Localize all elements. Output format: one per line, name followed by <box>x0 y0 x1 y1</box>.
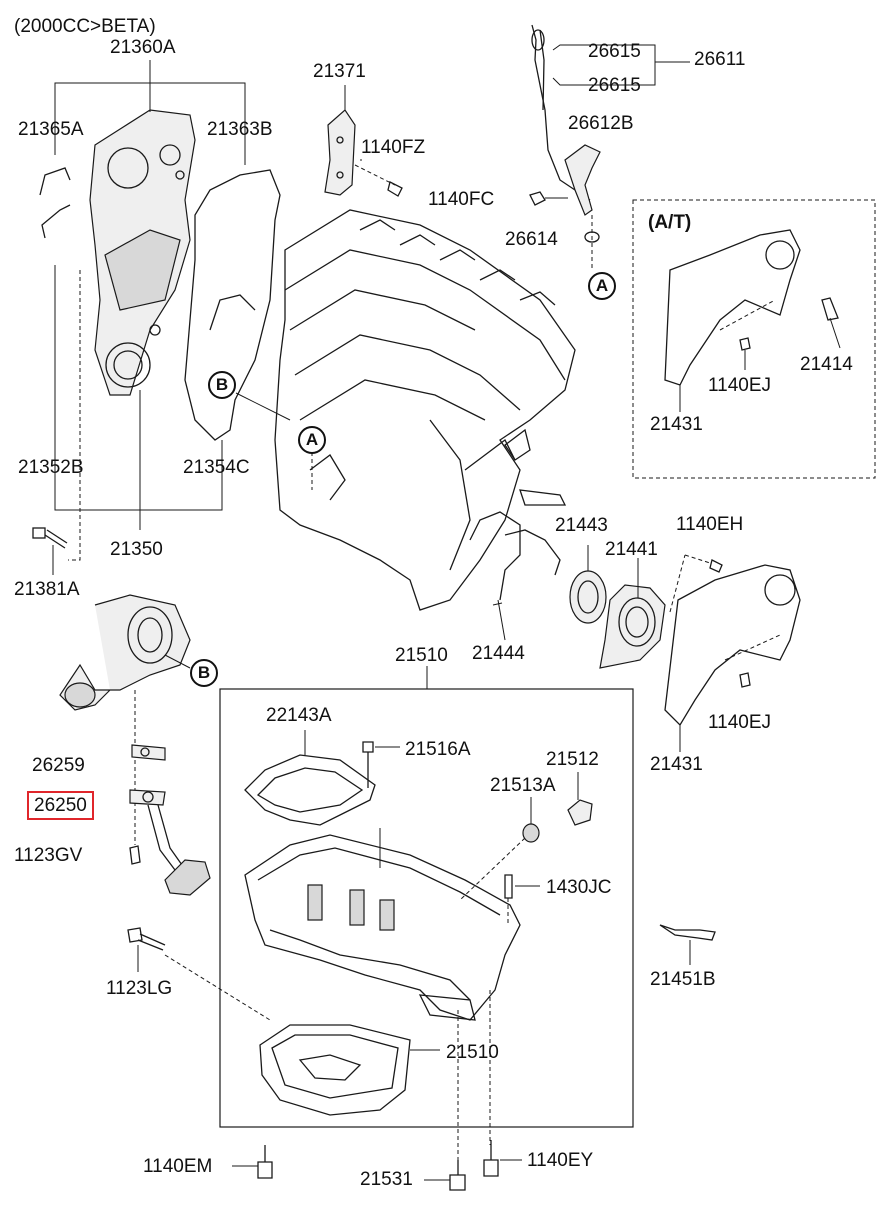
label-21365A[interactable]: 21365A <box>18 119 84 140</box>
label-1430JC[interactable]: 1430JC <box>546 877 612 898</box>
label-21443[interactable]: 21443 <box>555 515 608 536</box>
label-1140FZ[interactable]: 1140FZ <box>361 137 426 158</box>
label-26615-bottom[interactable]: 26615 <box>588 75 641 96</box>
label-1140EJ-at[interactable]: 1140EJ <box>708 375 772 396</box>
label-21381A[interactable]: 21381A <box>14 579 80 600</box>
label-21360A[interactable]: 21360A <box>110 37 176 58</box>
label-1140FC[interactable]: 1140FC <box>428 189 495 210</box>
label-1140EJ-mt[interactable]: 1140EJ <box>708 712 772 733</box>
engine-variant-note: (2000CC>BETA) <box>14 16 156 37</box>
label-21444[interactable]: 21444 <box>472 643 525 664</box>
label-26612B[interactable]: 26612B <box>568 113 634 134</box>
label-1140EH[interactable]: 1140EH <box>676 514 744 535</box>
label-22143A[interactable]: 22143A <box>266 705 332 726</box>
callout-b-cover: B <box>208 371 236 399</box>
label-21451B[interactable]: 21451B <box>650 969 716 990</box>
label-1123LG[interactable]: 1123LG <box>106 978 173 999</box>
label-21531[interactable]: 21531 <box>360 1169 413 1190</box>
label-21414[interactable]: 21414 <box>800 354 853 375</box>
label-21431-at[interactable]: 21431 <box>650 414 703 435</box>
label-26615-top[interactable]: 26615 <box>588 41 641 62</box>
label-21363B[interactable]: 21363B <box>207 119 273 140</box>
label-21516A[interactable]: 21516A <box>405 739 471 760</box>
label-21510-top[interactable]: 21510 <box>395 645 448 666</box>
callout-b-pump: B <box>190 659 218 687</box>
label-26250-highlighted[interactable]: 26250 <box>27 791 94 820</box>
label-21510-bottom[interactable]: 21510 <box>446 1042 499 1063</box>
label-21512[interactable]: 21512 <box>546 749 599 770</box>
callout-a-block: A <box>298 426 326 454</box>
label-21350[interactable]: 21350 <box>110 539 163 560</box>
label-21371[interactable]: 21371 <box>313 61 366 82</box>
label-26259[interactable]: 26259 <box>32 755 85 776</box>
label-21513A[interactable]: 21513A <box>490 775 556 796</box>
lower-oil-pan-drawing <box>259 1024 411 1116</box>
label-21354C[interactable]: 21354C <box>183 457 250 478</box>
label-1123GV[interactable]: 1123GV <box>14 845 83 866</box>
engine-block-drawing <box>274 209 576 611</box>
label-26611[interactable]: 26611 <box>694 49 746 70</box>
label-21431-mt[interactable]: 21431 <box>650 754 703 775</box>
label-21352B[interactable]: 21352B <box>18 457 84 478</box>
oil-pump-drawing <box>59 594 191 711</box>
upper-oil-pan-drawing <box>244 834 521 1021</box>
label-1140EM[interactable]: 1140EM <box>143 1156 213 1177</box>
at-inset-label: (A/T) <box>648 212 692 233</box>
callout-a-dipstick: A <box>588 272 616 300</box>
label-26614[interactable]: 26614 <box>505 229 558 250</box>
timing-cover-drawing <box>89 109 196 396</box>
label-1140EY[interactable]: 1140EY <box>527 1150 594 1171</box>
label-21441[interactable]: 21441 <box>605 539 658 560</box>
